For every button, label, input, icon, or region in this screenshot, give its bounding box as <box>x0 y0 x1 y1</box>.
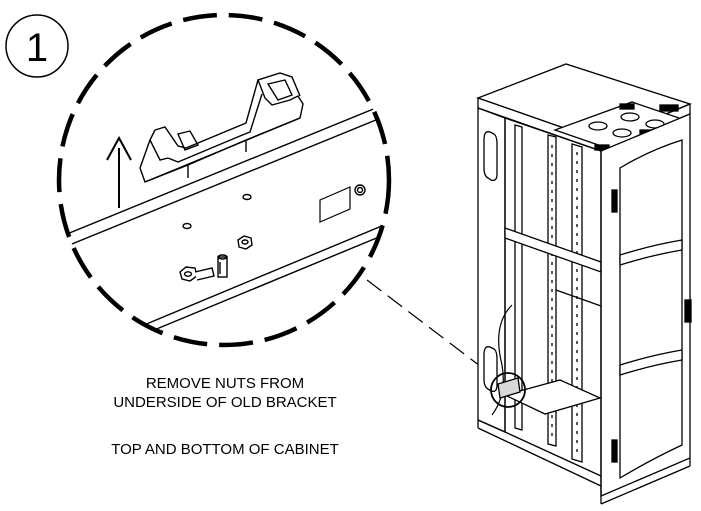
bolt-stud <box>217 254 228 278</box>
up-arrow-icon <box>106 135 132 208</box>
nut-left <box>179 266 215 282</box>
zoom-circle-border <box>56 12 392 348</box>
instruction-line-3: TOP AND BOTTOM OF CABINET <box>111 441 339 458</box>
nut-right <box>237 235 253 250</box>
instruction-line-2: UNDERSIDE OF OLD BRACKET <box>113 394 337 411</box>
instruction-line-1: REMOVE NUTS FROM <box>145 375 305 392</box>
step-number: 1 <box>26 26 48 70</box>
server-cabinet <box>476 63 692 505</box>
old-bracket <box>139 72 304 183</box>
detail-zoom-view <box>56 12 392 348</box>
step-number-badge: 1 <box>5 14 69 78</box>
